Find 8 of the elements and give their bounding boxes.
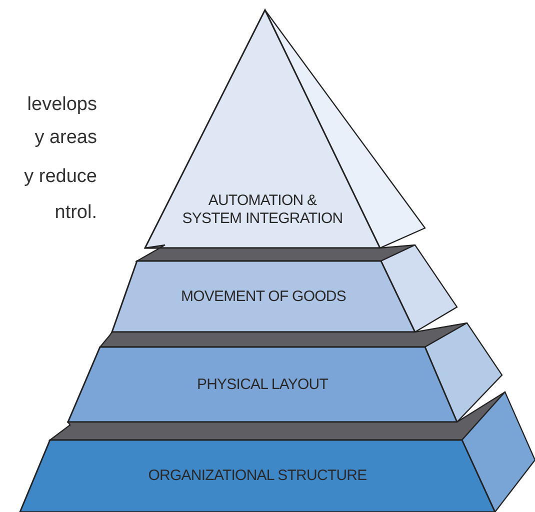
- paragraph-text: ntrol.: [54, 201, 97, 225]
- tier-label: ORGANIZATIONAL STRUCTURE: [148, 467, 367, 485]
- paragraph-text: y areas: [34, 126, 97, 150]
- paragraph-text: levelops: [27, 93, 97, 117]
- tier-label: PHYSICAL LAYOUT: [196, 376, 328, 394]
- tier-label: AUTOMATION & SYSTEM INTEGRATION: [181, 192, 344, 228]
- paragraph-text: y reduce: [24, 165, 97, 189]
- tier-label: MOVEMENT OF GOODS: [180, 288, 346, 306]
